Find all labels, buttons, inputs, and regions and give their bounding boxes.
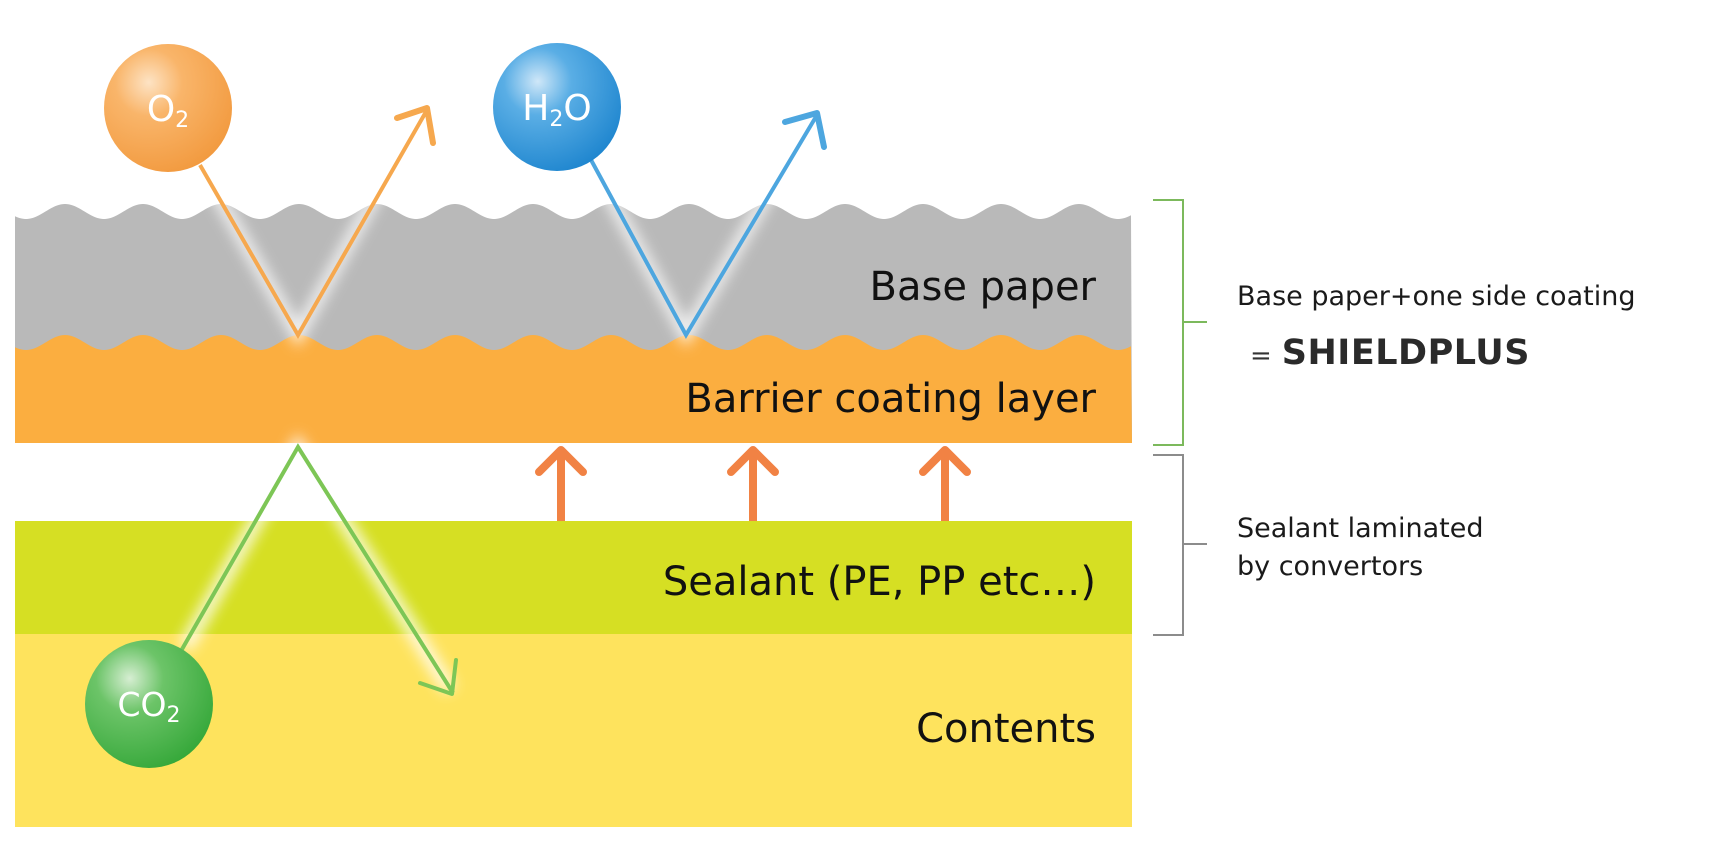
sealant-description-line2: by convertors <box>1237 551 1424 582</box>
o2-label: O2 <box>147 89 189 133</box>
co2-molecule: CO2 <box>85 640 213 768</box>
shieldplus-bracket <box>1153 199 1184 446</box>
sealant-label: Sealant (PE, PP etc…) <box>663 559 1096 605</box>
h2o-molecule: H2O <box>493 43 621 171</box>
o2-reflection-arrow <box>198 105 436 340</box>
barrier-coating-label: Barrier coating layer <box>685 376 1096 422</box>
shieldplus-product: = SHIELDPLUS <box>1250 333 1530 373</box>
lamination-up-arrow <box>535 446 587 521</box>
lamination-up-arrow <box>919 446 971 521</box>
h2o-label: H2O <box>522 88 591 132</box>
contents-label: Contents <box>916 706 1096 752</box>
sealant-description: Sealant laminated by convertors <box>1237 510 1483 586</box>
co2-label: CO2 <box>117 685 180 728</box>
sealant-bracket <box>1153 454 1184 636</box>
product-name: SHIELDPLUS <box>1281 333 1530 373</box>
o2-molecule: O2 <box>104 44 232 172</box>
sealant-description-line1: Sealant laminated <box>1237 513 1484 544</box>
h2o-reflection-arrow <box>588 110 827 340</box>
co2-reflection-arrow <box>179 443 458 696</box>
barrier-coating-layer <box>15 335 1132 443</box>
equals-sign: = <box>1250 341 1272 371</box>
shieldplus-description: Base paper+one side coating <box>1237 281 1636 312</box>
base-paper-label: Base paper <box>870 264 1097 310</box>
lamination-arrows <box>535 446 971 521</box>
lamination-up-arrow <box>727 446 779 521</box>
